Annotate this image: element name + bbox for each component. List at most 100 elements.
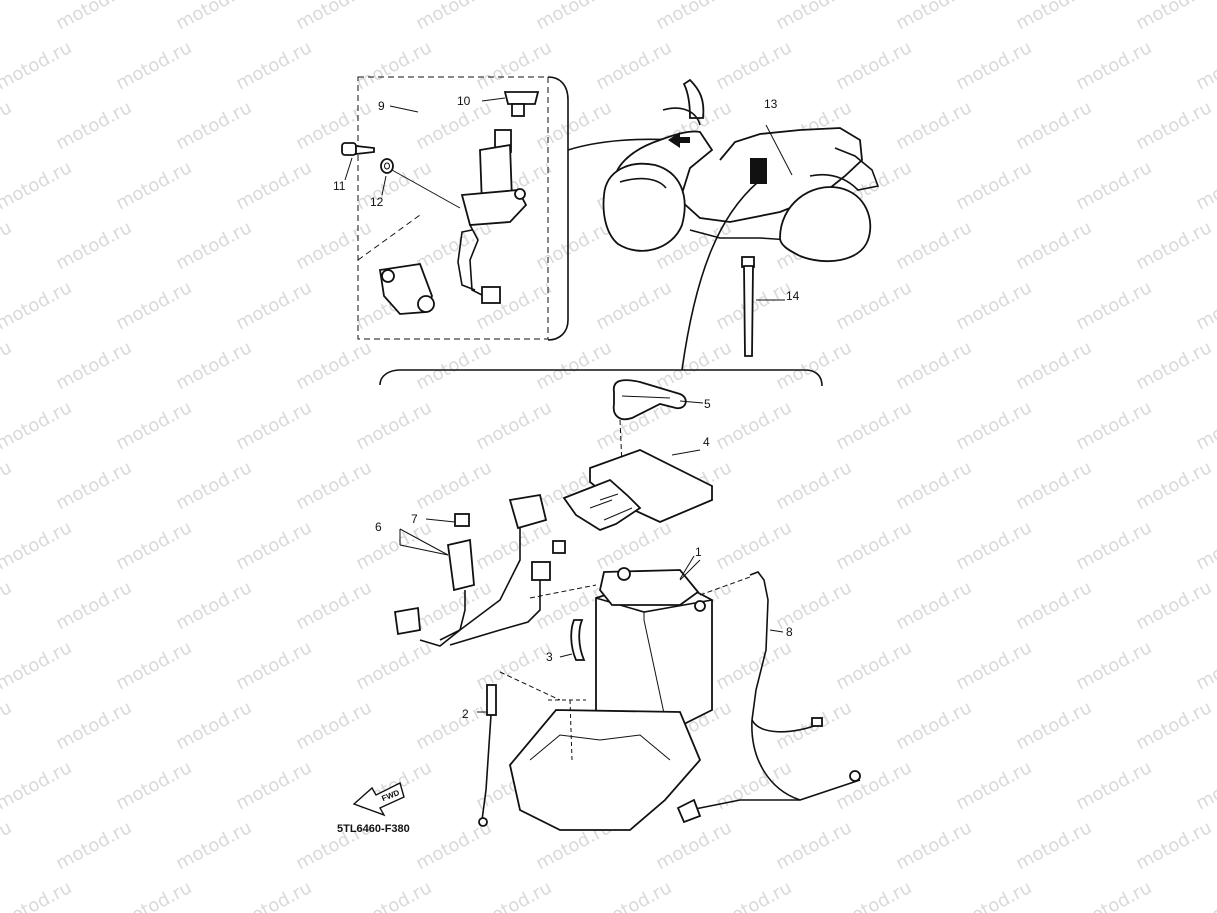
watermark-text: motod.ru (472, 277, 555, 334)
watermark-text: motod.ru (952, 757, 1035, 814)
watermark-text: motod.ru (472, 397, 555, 454)
watermark-text: motod.ru (1132, 337, 1215, 394)
watermark-text: motod.ru (1072, 877, 1155, 913)
watermark-text: motod.ru (1072, 757, 1155, 814)
watermark-text: motod.ru (52, 457, 135, 514)
watermark-text: motod.ru (1072, 157, 1155, 214)
watermark-text: motod.ru (832, 37, 915, 94)
screw-part (341, 142, 375, 156)
watermark-text: motod.ru (952, 37, 1035, 94)
watermark-text: motod.ru (1132, 817, 1215, 874)
watermark-text: motod.ru (172, 457, 255, 514)
watermark-text: motod.ru (892, 97, 975, 154)
watermark-text: motod.ru (1192, 637, 1217, 694)
watermark-text: motod.ru (0, 277, 75, 334)
watermark-text: motod.ru (0, 697, 15, 754)
watermark-text: motod.ru (832, 517, 915, 574)
watermark-text: motod.ru (892, 0, 975, 34)
watermark-text: motod.ru (412, 217, 495, 274)
battery-box (499, 584, 702, 831)
watermark-text: motod.ru (592, 277, 675, 334)
watermark-text: motod.ru (0, 577, 15, 634)
watermark-text: motod.ru (52, 97, 135, 154)
watermark-text: motod.ru (952, 157, 1035, 214)
watermark-text: motod.ru (232, 157, 315, 214)
watermark-text: motod.ru (892, 337, 975, 394)
watermark-text: motod.ru (652, 0, 735, 34)
callout-labels: 1 2 3 4 5 6 7 8 9 10 11 12 13 14 (333, 94, 800, 721)
watermark-text: motod.ru (112, 277, 195, 334)
callout-2: 2 (462, 707, 469, 721)
watermark-text: motod.ru (232, 397, 315, 454)
callout-8: 8 (786, 625, 793, 639)
watermark-text: motod.ru (172, 0, 255, 34)
callout-12: 12 (370, 195, 384, 209)
watermark-text: motod.ru (1132, 217, 1215, 274)
watermark-text: motod.ru (232, 637, 315, 694)
watermark-text: motod.ru (112, 517, 195, 574)
watermark-text: motod.ru (832, 877, 915, 913)
watermark-text: motod.ru (112, 37, 195, 94)
watermark-text: motod.ru (352, 637, 435, 694)
watermark-text: motod.ru (832, 397, 915, 454)
cable-tie-part (741, 256, 785, 357)
watermark-text: motod.ru (172, 697, 255, 754)
vent-hose-part (559, 619, 586, 661)
watermark-text: motod.ru (1072, 397, 1155, 454)
watermark-text: motod.ru (712, 277, 795, 334)
watermark-text: motod.ru (952, 397, 1035, 454)
watermark-text: motod.ru (352, 517, 435, 574)
watermark-text: motod.ru (892, 697, 975, 754)
watermark-text: motod.ru (232, 37, 315, 94)
watermark-text: motod.ru (1072, 637, 1155, 694)
watermark-text: motod.ru (292, 697, 375, 754)
callout-10: 10 (457, 94, 471, 108)
watermark-text: motod.ru (412, 337, 495, 394)
watermark-text: motod.ru (772, 457, 855, 514)
battery-band-part (612, 379, 704, 466)
watermark-text: motod.ru (172, 577, 255, 634)
watermark-text: motod.ru (292, 217, 375, 274)
watermark-text: motod.ru (952, 277, 1035, 334)
watermark-text: motod.ru (1132, 577, 1215, 634)
watermark-text: motod.ru (1012, 0, 1095, 34)
watermark-text: motod.ru (412, 97, 495, 154)
watermark-text: motod.ru (532, 97, 615, 154)
watermark-text: motod.ru (52, 0, 135, 34)
callout-7: 7 (411, 512, 418, 526)
watermark-text: motod.ru (712, 637, 795, 694)
callout-9: 9 (378, 99, 385, 113)
watermark-text: motod.ru (772, 0, 855, 34)
watermark-text: motod.ru (712, 517, 795, 574)
watermark-text: motod.ru (1192, 37, 1217, 94)
watermark-text: motod.ru (1012, 577, 1095, 634)
switch-cap-part (503, 91, 540, 117)
callout-6: 6 (375, 520, 382, 534)
watermark-text: motod.ru (532, 217, 615, 274)
watermark-text: motod.ru (712, 877, 795, 913)
watermark-text: motod.ru (1012, 457, 1095, 514)
fwd-arrow: FWD (352, 781, 405, 817)
watermark-text: motod.ru (472, 37, 555, 94)
watermark-text: motod.ru (952, 637, 1035, 694)
watermark-text: motod.ru (52, 697, 135, 754)
watermark-text: motod.ru (1192, 157, 1217, 214)
watermark-text: motod.ru (232, 277, 315, 334)
watermark-text: motod.ru (1192, 757, 1217, 814)
watermark-text: motod.ru (0, 817, 15, 874)
watermark-text: motod.ru (952, 877, 1035, 913)
watermark-text: motod.ru (172, 97, 255, 154)
watermark-text: motod.ru (1012, 97, 1095, 154)
watermark-text: motod.ru (1012, 217, 1095, 274)
callout-11: 11 (333, 179, 346, 193)
watermark-text: motod.ru (1132, 97, 1215, 154)
watermark-text: motod.ru (292, 577, 375, 634)
watermark-text: motod.ru (112, 757, 195, 814)
watermark-text: motod.ru (892, 817, 975, 874)
watermark-text: motod.ru (292, 337, 375, 394)
watermark-text: motod.ru (232, 877, 315, 913)
watermark-text: motod.ru (532, 0, 615, 34)
watermark-text: motod.ru (232, 517, 315, 574)
watermark-text: motod.ru (172, 817, 255, 874)
